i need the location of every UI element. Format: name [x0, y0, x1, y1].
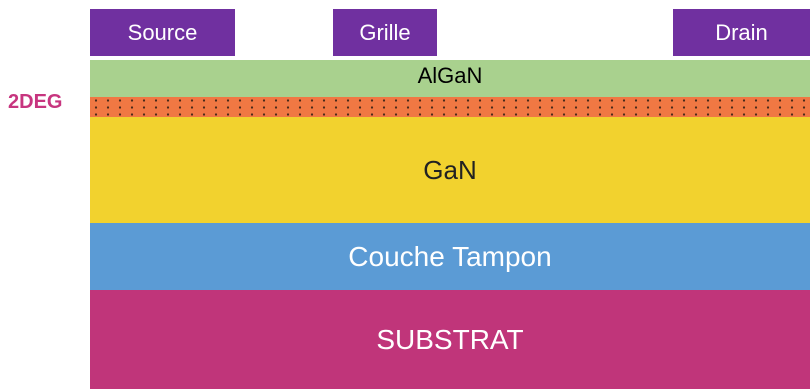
- source-contact: Source: [90, 9, 235, 56]
- gate-contact-label: Grille: [359, 19, 411, 45]
- gan-layer-label: GaN: [423, 154, 477, 185]
- buffer-layer: Couche Tampon: [90, 223, 810, 290]
- source-contact-label: Source: [127, 19, 198, 45]
- algan-layer-label: AlGaN: [417, 63, 483, 88]
- drain-contact: Drain: [673, 9, 810, 56]
- 2deg-layer: [90, 97, 810, 117]
- gan-channel-layer: GaN: [90, 117, 810, 223]
- buffer-layer-label: Couche Tampon: [348, 240, 552, 272]
- drain-contact-label: Drain: [715, 19, 768, 45]
- substrate-layer-label: SUBSTRAT: [376, 323, 524, 355]
- 2deg-label: 2DEG: [8, 91, 63, 113]
- substrate-layer: SUBSTRAT: [90, 290, 810, 389]
- algan-barrier-layer: AlGaN: [90, 60, 810, 97]
- gate-contact: Grille: [333, 9, 437, 56]
